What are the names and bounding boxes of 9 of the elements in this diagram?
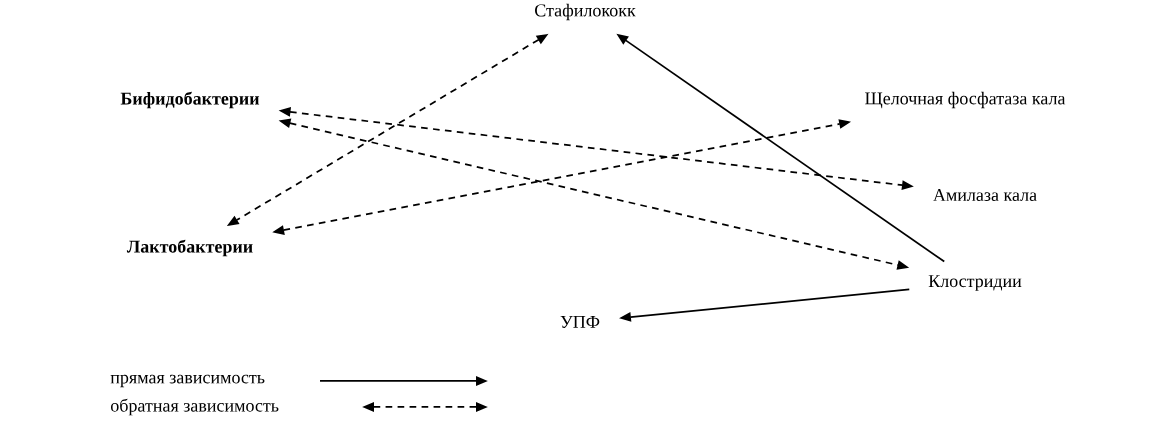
- bacteria-label: Амилаза кала: [933, 188, 1037, 201]
- legend-label: обратная зависимость: [110, 398, 279, 416]
- bacteria-label: Щелочная фосфатаза кала: [865, 91, 1066, 109]
- bacteria-label: Бифидобактерии: [120, 91, 260, 109]
- legend-label: прямая зависимость: [110, 374, 265, 388]
- bacteria-label: Клостридии: [928, 275, 1022, 291]
- bacteria-label: Лактобактерии: [126, 239, 253, 257]
- bacteria-label: Стафилококк: [535, 3, 636, 21]
- bacteria-label: УПФ: [560, 316, 600, 328]
